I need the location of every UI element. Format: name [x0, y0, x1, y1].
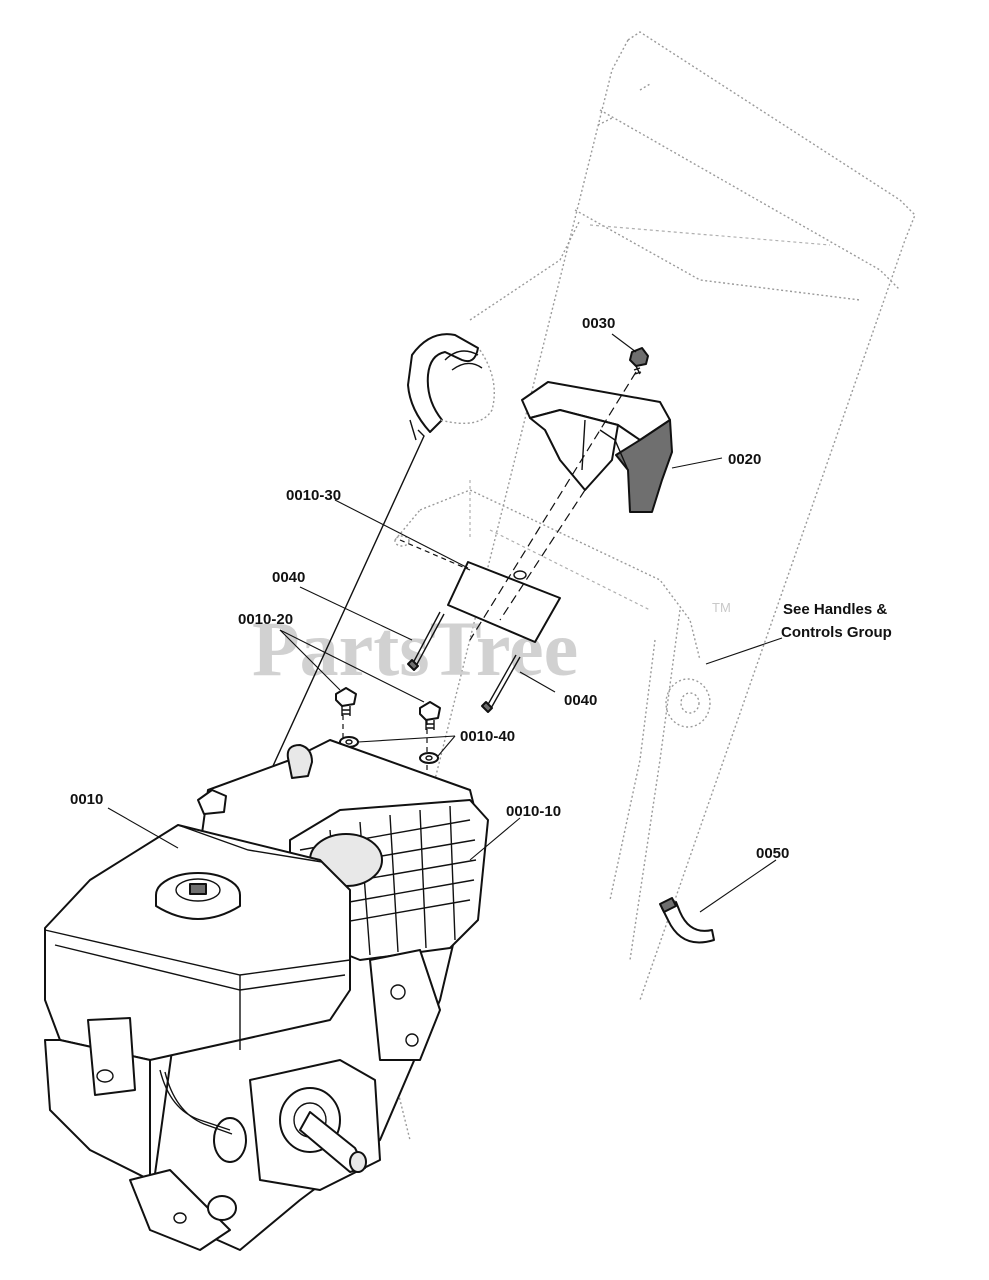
- callout-0010-40: 0010-40: [460, 728, 515, 745]
- part-0010-engine: [44, 739, 489, 1251]
- callout-0010-30: 0010-30: [286, 487, 341, 504]
- callout-0050: 0050: [756, 845, 789, 862]
- see-handles-line1: See Handles &: [783, 601, 887, 618]
- part-0010-20-bolts: [335, 687, 441, 730]
- part-0010-40-washers: [339, 736, 439, 764]
- control-lever: [261, 333, 495, 791]
- callout-0010-20: 0010-20: [238, 611, 293, 628]
- part-0040-screws: [407, 611, 521, 713]
- watermark-trademark: TM: [712, 600, 731, 615]
- part-0020-cover: [521, 381, 673, 513]
- part-0010-30-plate: [447, 561, 561, 643]
- callout-0010-10: 0010-10: [506, 803, 561, 820]
- callout-0040-lower: 0040: [564, 692, 597, 709]
- callout-0020: 0020: [728, 451, 761, 468]
- part-0030-screw: [629, 347, 649, 375]
- callout-labels: 0030 0020 0010-30 0040 0040 0010-20 0010…: [70, 315, 892, 862]
- leader-lines: [107, 333, 783, 913]
- callout-0030: 0030: [582, 315, 615, 332]
- see-handles-line2: Controls Group: [781, 624, 892, 641]
- part-0050-clip: [659, 897, 715, 944]
- callout-0010: 0010: [70, 791, 103, 808]
- callout-0040-upper: 0040: [272, 569, 305, 586]
